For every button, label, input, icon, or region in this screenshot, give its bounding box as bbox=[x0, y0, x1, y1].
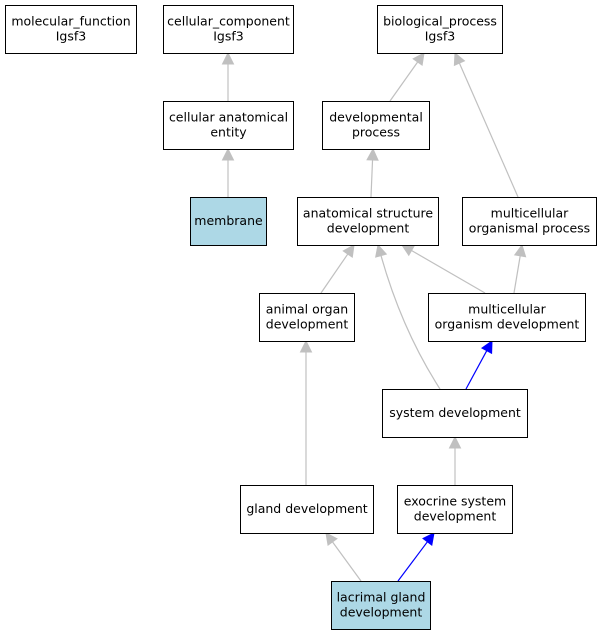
arrowhead-icon bbox=[375, 243, 388, 258]
node-box bbox=[190, 197, 267, 246]
node-label: development bbox=[327, 220, 410, 235]
node-label: gland development bbox=[246, 501, 367, 516]
node-gland-development[interactable]: gland development bbox=[240, 485, 374, 534]
arrowhead-icon bbox=[513, 243, 527, 258]
node-label: biological_process bbox=[383, 13, 497, 28]
node-system-development[interactable]: system development bbox=[382, 389, 528, 438]
edges-layer bbox=[221, 51, 527, 582]
node-membrane[interactable]: membrane bbox=[190, 197, 267, 246]
edge-system-development-to-anatomical-structure-development bbox=[380, 255, 441, 390]
node-label: developmental bbox=[329, 109, 423, 124]
node-label: cellular_component bbox=[167, 13, 290, 28]
edge-multicellular-organismal-process-to-biological-process bbox=[458, 62, 519, 198]
node-label: exocrine system bbox=[404, 493, 506, 508]
node-label: animal organ bbox=[266, 301, 348, 316]
arrowhead-icon bbox=[366, 147, 379, 161]
node-box bbox=[5, 5, 137, 54]
node-label: cellular anatomical bbox=[169, 109, 288, 124]
node-box bbox=[163, 5, 294, 54]
node-box bbox=[240, 485, 374, 534]
node-label: anatomical structure bbox=[303, 205, 433, 220]
node-box bbox=[331, 581, 431, 630]
node-label: process bbox=[352, 124, 400, 139]
node-label: system development bbox=[389, 405, 521, 420]
node-label: Igsf3 bbox=[213, 28, 244, 43]
nodes-layer: molecular_functionIgsf3cellular_componen… bbox=[5, 5, 597, 630]
node-label: organismal process bbox=[469, 220, 590, 235]
arrowhead-icon bbox=[422, 532, 435, 546]
arrowhead-icon bbox=[448, 435, 462, 449]
arrowhead-icon bbox=[453, 51, 466, 67]
node-box bbox=[163, 101, 294, 150]
edge-multicellular-organism-development-to-multicellular-organismal-process bbox=[513, 255, 521, 294]
edge-lacrimal-gland-development-to-gland-development bbox=[331, 541, 362, 582]
node-label: development bbox=[414, 508, 497, 523]
node-box bbox=[397, 485, 513, 534]
arrowhead-icon bbox=[342, 244, 355, 259]
node-label: membrane bbox=[194, 213, 263, 228]
node-box bbox=[259, 293, 355, 342]
arrowhead-icon bbox=[221, 51, 235, 65]
node-label: Igsf3 bbox=[425, 28, 456, 43]
node-label: multicellular bbox=[468, 301, 547, 316]
arrowhead-icon bbox=[299, 339, 313, 353]
node-box bbox=[322, 101, 430, 150]
node-label: molecular_function bbox=[11, 13, 130, 28]
arrowhead-icon bbox=[480, 340, 493, 355]
arrowhead-icon bbox=[401, 244, 416, 257]
node-label: development bbox=[340, 604, 423, 619]
edge-developmental-process-to-biological-process bbox=[389, 61, 419, 102]
node-label: organism development bbox=[435, 316, 580, 331]
arrowhead-icon bbox=[325, 532, 338, 547]
node-box bbox=[428, 293, 586, 342]
node-label: Igsf3 bbox=[56, 28, 87, 43]
node-label: lacrimal gland bbox=[337, 589, 426, 604]
node-box bbox=[462, 197, 597, 246]
node-label: development bbox=[266, 316, 349, 331]
node-label: multicellular bbox=[491, 205, 570, 220]
node-label: entity bbox=[210, 124, 247, 139]
edge-lacrimal-gland-development-to-exocrine-system-development bbox=[397, 541, 428, 582]
edge-multicellular-organism-development-to-anatomical-structure-development bbox=[411, 249, 486, 294]
edge-animal-organ-development-to-anatomical-structure-development bbox=[320, 253, 349, 294]
node-box bbox=[377, 5, 503, 54]
edge-system-development-to-multicellular-organism-development bbox=[465, 350, 488, 390]
arrowhead-icon bbox=[412, 52, 425, 67]
node-box bbox=[382, 389, 528, 438]
arrowhead-icon bbox=[221, 147, 235, 161]
node-box bbox=[297, 197, 439, 246]
edge-anatomical-structure-development-to-developmental-process bbox=[370, 159, 374, 198]
